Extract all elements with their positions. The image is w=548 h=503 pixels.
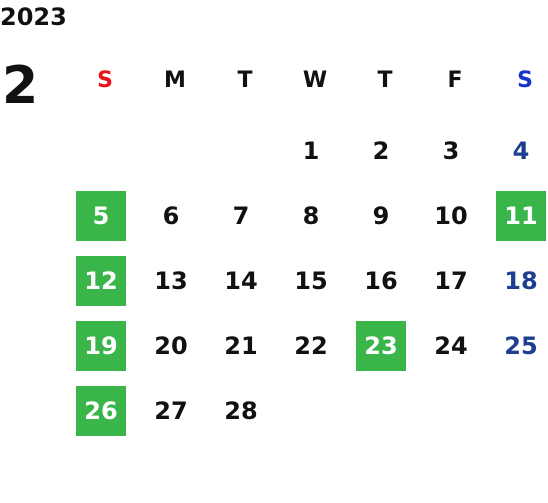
day-number[interactable]: 27	[154, 397, 188, 425]
day-cell: 18	[490, 256, 548, 321]
day-number[interactable]: 7	[232, 202, 250, 230]
day-cell: 13	[140, 256, 210, 321]
highlighted-day[interactable]: 19	[76, 321, 126, 371]
day-cell: 12	[70, 256, 140, 321]
weekday-monday: M	[164, 68, 186, 93]
highlighted-day[interactable]: 5	[76, 191, 126, 241]
day-number[interactable]: 10	[434, 202, 468, 230]
day-number[interactable]: 22	[294, 332, 328, 360]
day-cell: 17	[420, 256, 490, 321]
day-cell	[140, 126, 210, 191]
day-cell: 1	[280, 126, 350, 191]
day-cell	[350, 386, 420, 451]
day-cell: 11	[490, 191, 548, 256]
day-cell: 7	[210, 191, 280, 256]
year-label: 2023	[0, 3, 67, 31]
day-cell: 25	[490, 321, 548, 386]
day-cell	[280, 386, 350, 451]
highlighted-day[interactable]: 26	[76, 386, 126, 436]
day-number[interactable]: 6	[162, 202, 180, 230]
day-number[interactable]: 24	[434, 332, 468, 360]
highlighted-day[interactable]: 11	[496, 191, 546, 241]
day-number[interactable]: 28	[224, 397, 258, 425]
day-cell: 6	[140, 191, 210, 256]
day-number[interactable]: 25	[504, 332, 538, 360]
day-cell: 10	[420, 191, 490, 256]
day-cell: 19	[70, 321, 140, 386]
weekday-tuesday: T	[237, 68, 253, 93]
day-number[interactable]: 9	[372, 202, 390, 230]
weekday-friday: F	[447, 68, 463, 93]
day-number[interactable]: 16	[364, 267, 398, 295]
weekday-sunday: S	[97, 68, 113, 93]
weekday-thursday: T	[377, 68, 393, 93]
day-number[interactable]: 3	[442, 137, 460, 165]
day-cell: 14	[210, 256, 280, 321]
day-cell: 5	[70, 191, 140, 256]
day-cell: 20	[140, 321, 210, 386]
day-cell	[210, 126, 280, 191]
day-number[interactable]: 2	[372, 137, 390, 165]
day-cell: 3	[420, 126, 490, 191]
day-number[interactable]: 8	[302, 202, 320, 230]
day-number[interactable]: 13	[154, 267, 188, 295]
day-cell: 28	[210, 386, 280, 451]
highlighted-day[interactable]: 12	[76, 256, 126, 306]
day-cell: 24	[420, 321, 490, 386]
month-number: 2	[2, 56, 39, 116]
day-cell: 4	[490, 126, 548, 191]
day-number[interactable]: 1	[302, 137, 320, 165]
day-number[interactable]: 18	[504, 267, 538, 295]
day-cell: 22	[280, 321, 350, 386]
weekday-wednesday: W	[302, 68, 328, 93]
day-number[interactable]: 20	[154, 332, 188, 360]
day-number[interactable]: 4	[512, 137, 530, 165]
day-cell: 8	[280, 191, 350, 256]
day-cell: 23	[350, 321, 420, 386]
day-number[interactable]: 17	[434, 267, 468, 295]
day-cell: 9	[350, 191, 420, 256]
day-cell	[420, 386, 490, 451]
day-cell	[490, 386, 548, 451]
day-cell: 27	[140, 386, 210, 451]
day-cell	[70, 126, 140, 191]
day-cell: 15	[280, 256, 350, 321]
weekday-saturday: S	[517, 68, 533, 93]
weekday-header-row: S M T W T F S	[70, 64, 548, 98]
day-cell: 26	[70, 386, 140, 451]
day-number[interactable]: 15	[294, 267, 328, 295]
day-cell: 16	[350, 256, 420, 321]
day-cell: 21	[210, 321, 280, 386]
day-cell: 2	[350, 126, 420, 191]
day-number[interactable]: 14	[224, 267, 258, 295]
day-number[interactable]: 21	[224, 332, 258, 360]
highlighted-day[interactable]: 23	[356, 321, 406, 371]
